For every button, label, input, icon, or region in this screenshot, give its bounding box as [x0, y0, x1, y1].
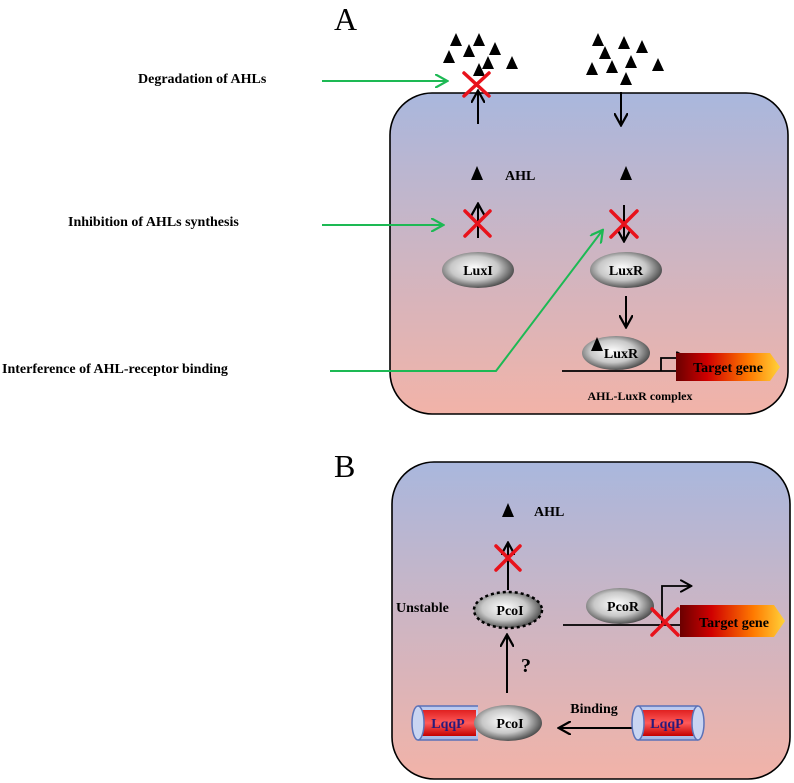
ahl-triangle-icon	[471, 166, 483, 180]
complex-luxr-label: LuxR	[604, 347, 639, 362]
pcoi-bottom-label: PcoI	[496, 717, 523, 732]
pcoi-label: PcoI	[496, 604, 523, 619]
cell-a	[389, 92, 789, 415]
target-gene-b-label: Target gene	[699, 616, 769, 631]
mechanism-binding-label: Interference of AHL-receptor binding	[2, 362, 228, 377]
synthesis-block-x-icon	[463, 209, 492, 238]
ahl-label: AHL	[505, 169, 535, 184]
binding-block-x-icon	[609, 209, 639, 239]
mechanism-degradation-label: Degradation of AHLs	[138, 72, 267, 87]
ahl-triangle-icon	[620, 166, 632, 180]
luxr-protein	[590, 252, 662, 288]
luxr-label: LuxR	[609, 264, 644, 279]
target-gene-a	[676, 353, 780, 381]
mechanism-synthesis-label: Inhibition of AHLs synthesis	[68, 215, 239, 230]
binding-label: Binding	[570, 702, 617, 717]
target-gene-b	[680, 605, 785, 637]
luxi-protein	[442, 252, 514, 288]
transcription-block-x-icon	[650, 607, 680, 637]
promoter-arrow-b	[661, 586, 690, 625]
lqqp-right-label: LqqP	[650, 717, 684, 732]
lqqp-right-cylinder	[631, 705, 705, 741]
target-gene-a-label: Target gene	[693, 361, 763, 376]
unstable-pcoi-protein	[472, 590, 544, 630]
pcor-label: PcoR	[607, 600, 640, 615]
ahl-triangle-icon	[502, 503, 514, 517]
lqqp-left-label: LqqP	[431, 717, 465, 732]
green-arrow-binding	[330, 231, 602, 372]
unstable-label: Unstable	[396, 601, 449, 616]
external-ahl-cluster-right	[586, 33, 664, 85]
pcor-protein	[586, 588, 654, 624]
bound-pcoi-protein	[474, 705, 542, 741]
panel-b-letter: B	[334, 448, 355, 484]
bound-ahl-triangle-icon	[591, 337, 603, 351]
luxi-label: LuxI	[463, 264, 493, 279]
degradation-block-x-icon	[462, 71, 491, 98]
external-ahl-cluster-left	[443, 33, 518, 76]
question-mark: ?	[521, 655, 531, 677]
panel-a-letter: A	[334, 1, 357, 37]
complex-caption: AHL-LuxR complex	[588, 389, 693, 403]
lqqp-left-cylinder	[411, 705, 478, 741]
cell-b	[391, 461, 791, 780]
ahl-b-label: AHL	[534, 505, 564, 520]
pcoi-block-x-icon	[494, 544, 522, 572]
